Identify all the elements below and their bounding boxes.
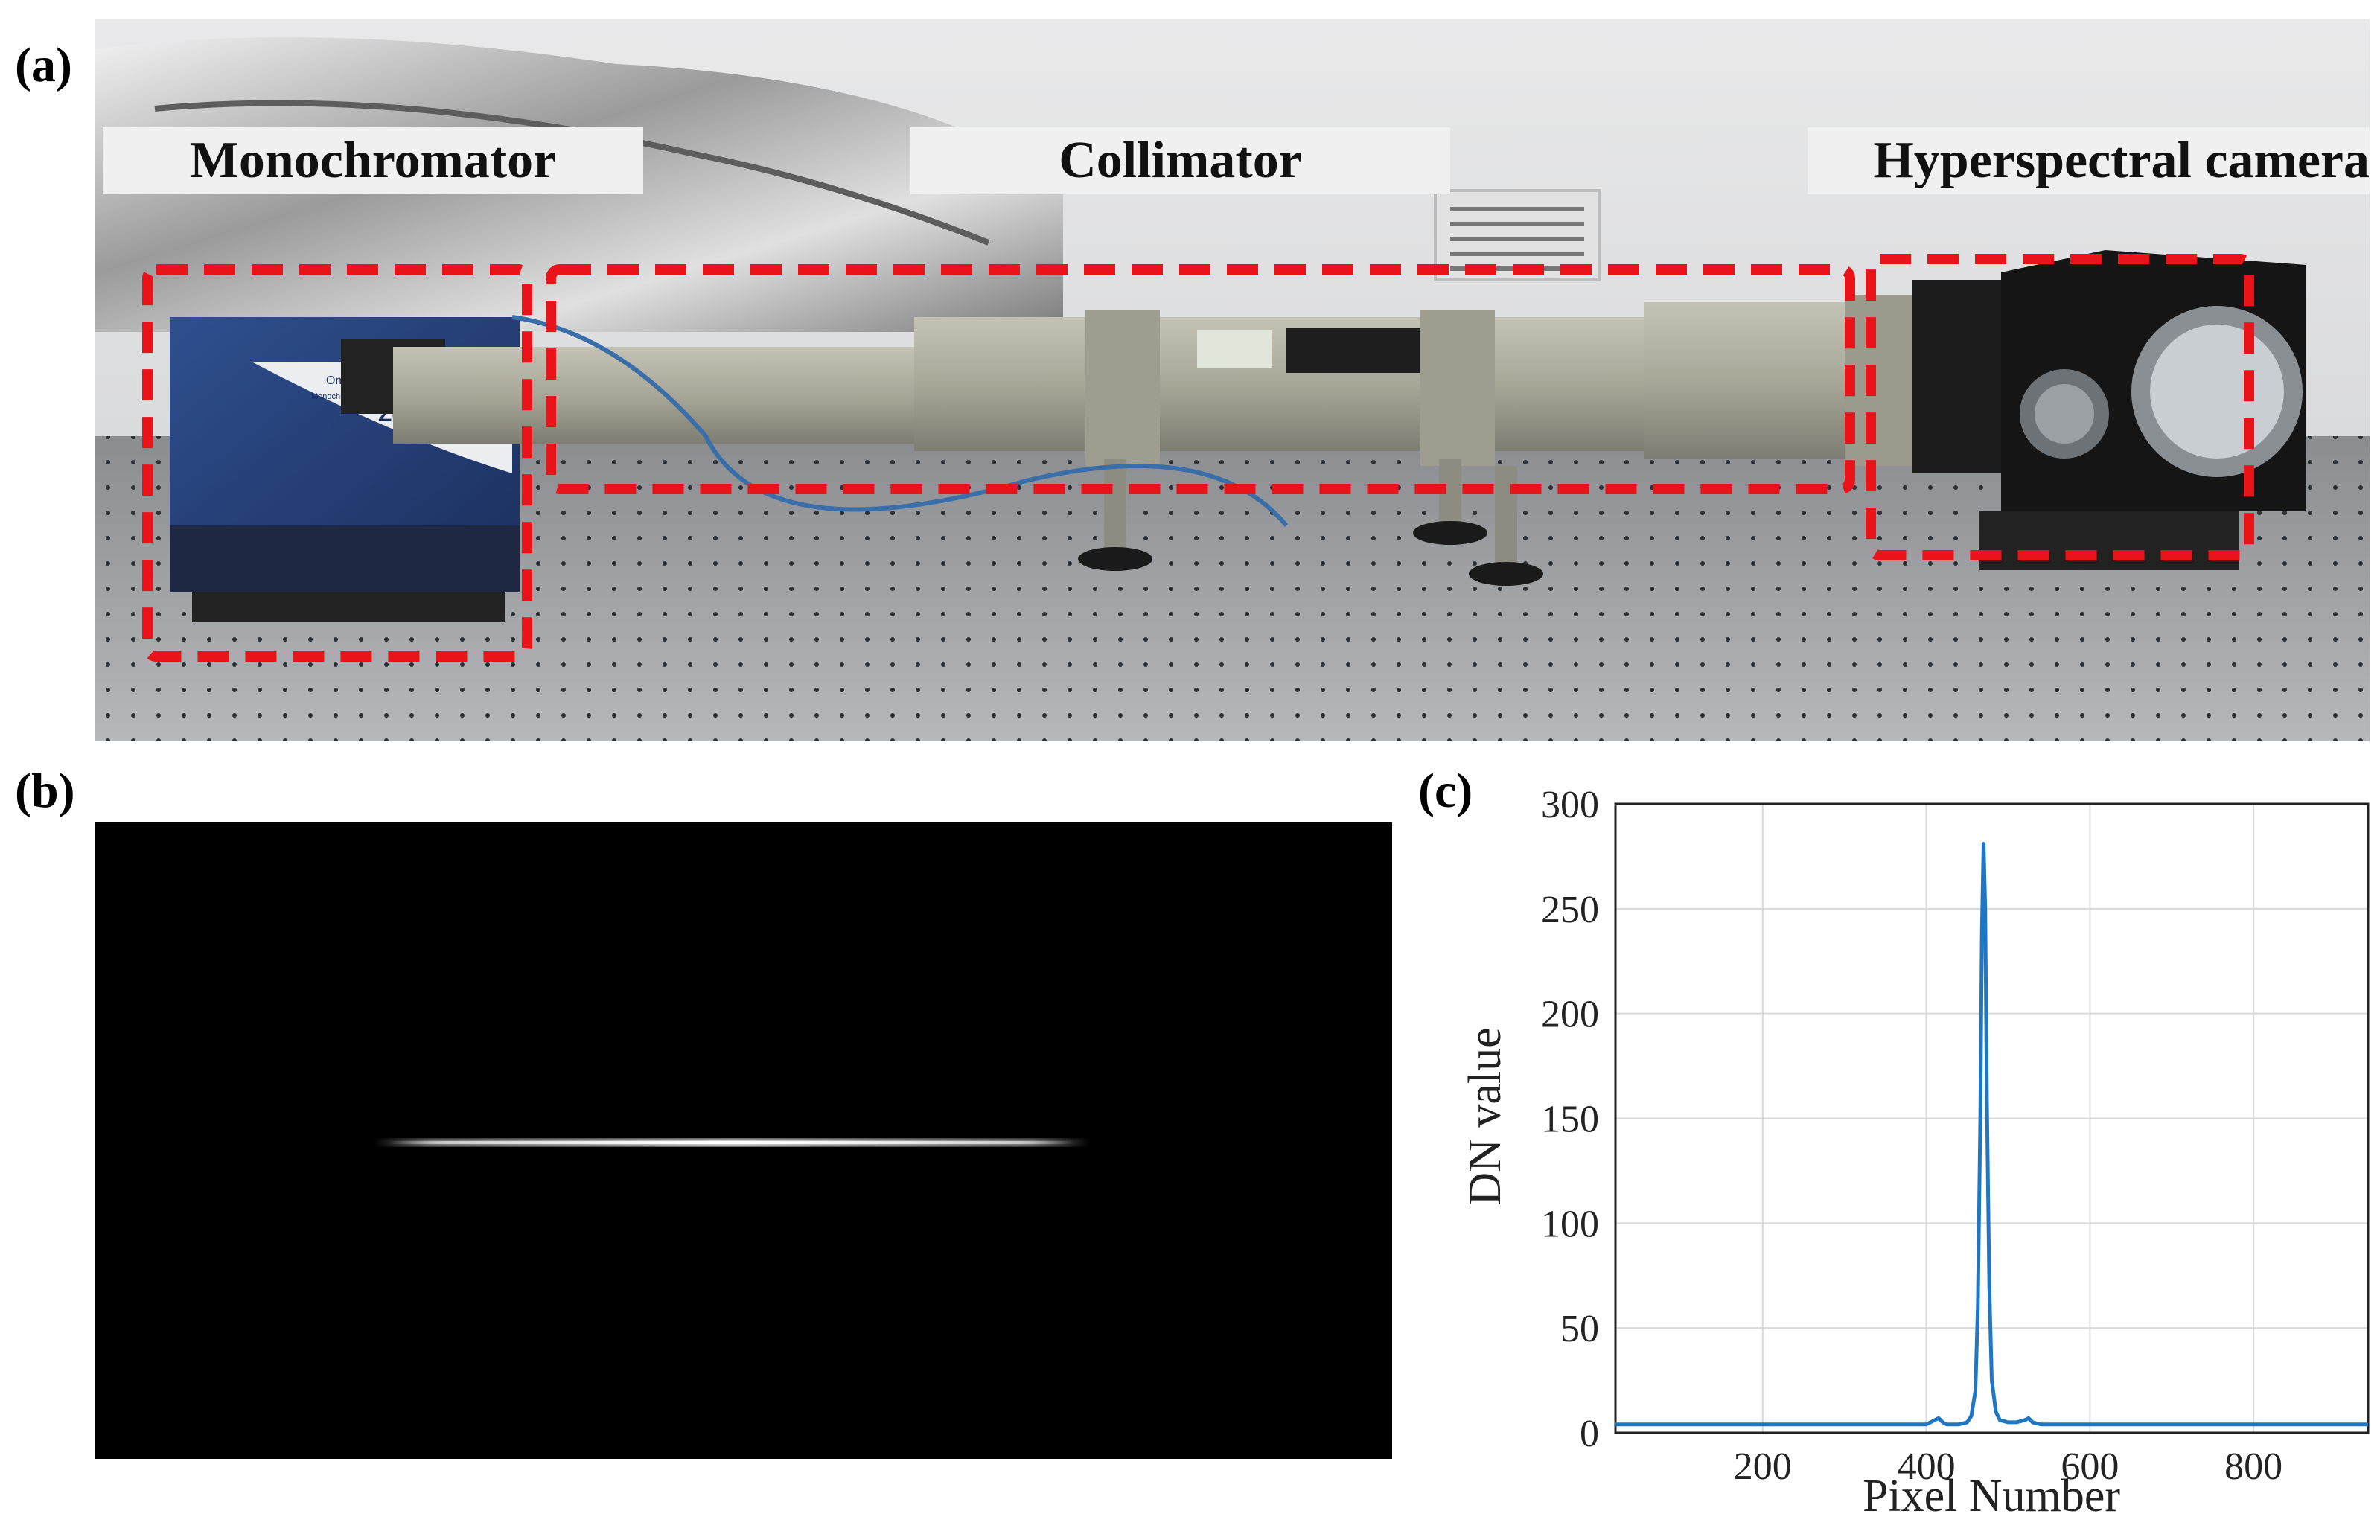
- y-tick-label: 50: [1560, 1308, 1599, 1350]
- panel-label-a: (a): [15, 38, 72, 92]
- x-axis-label: Pixel Number: [1863, 1471, 2120, 1521]
- x-tick-label: 600: [2061, 1445, 2119, 1488]
- spectral-line-image: [95, 822, 1392, 1459]
- y-axis-label: DN value: [1460, 1027, 1510, 1205]
- y-tick-label: 100: [1541, 1203, 1599, 1245]
- x-tick-label: 400: [1898, 1445, 1956, 1488]
- label-hyperspectral-camera: Hyperspectral camera: [1808, 127, 2370, 194]
- x-tick-label: 200: [1734, 1445, 1792, 1488]
- panel-label-b: (b): [15, 764, 75, 818]
- chart-svg: 200 400 600 800 0 50 100 150 200 250 300 Pixel Num…: [1460, 784, 2370, 1521]
- x-tick-label: 800: [2224, 1445, 2282, 1488]
- highlight-box-collimator: [546, 264, 1855, 494]
- y-tick-label: 300: [1541, 784, 1599, 826]
- chart-frame: [1614, 802, 2370, 1434]
- label-collimator: Collimator: [910, 127, 1450, 194]
- series-line-dn: [1615, 842, 2368, 1427]
- panel-label-c: (c): [1418, 764, 1473, 818]
- y-tick-label: 200: [1541, 994, 1599, 1036]
- y-tick-label: 250: [1541, 889, 1599, 931]
- y-tick-label: 150: [1541, 1099, 1599, 1141]
- setup-photo: Zolix Omni-λ150 Monochromator / Spectrog…: [95, 19, 2370, 741]
- chart-ticks: 200 400 600 800 0 50 100 150 200 250 300: [1541, 784, 2282, 1488]
- y-tick-label: 0: [1580, 1413, 1599, 1455]
- dn-value-chart: 200 400 600 800 0 50 100 150 200 250 300 Pixel Num…: [1414, 774, 2380, 1537]
- label-monochromator: Monochromator: [103, 127, 643, 194]
